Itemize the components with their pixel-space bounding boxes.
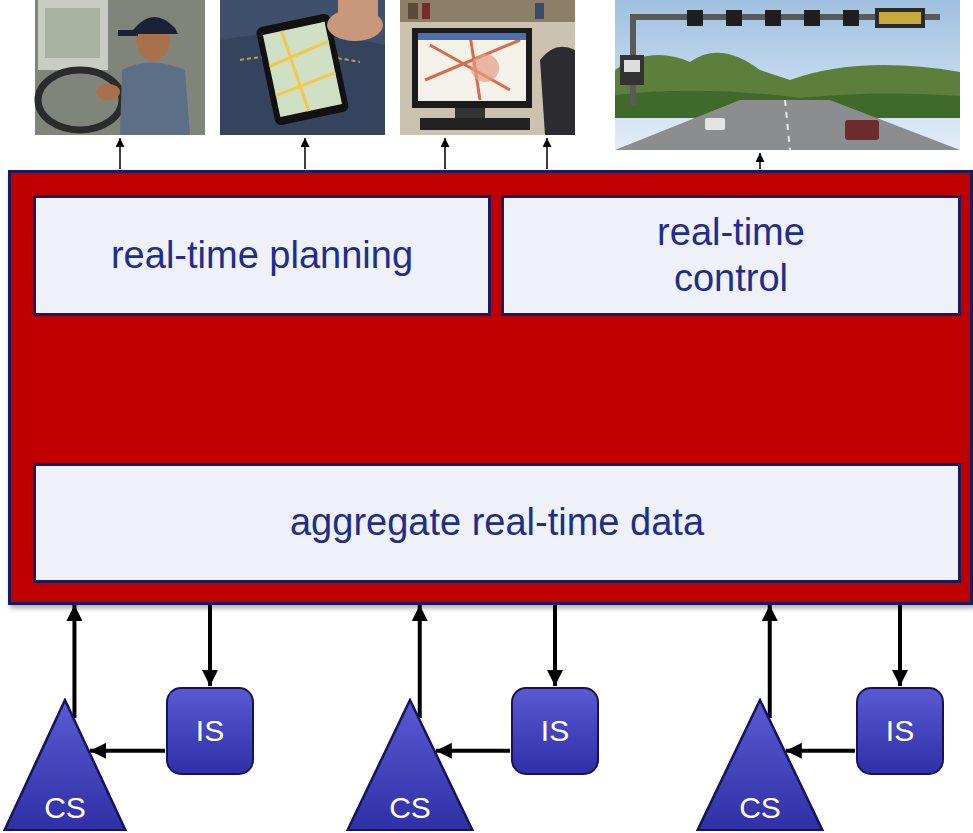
flow-arrow bbox=[553, 605, 557, 686]
box-label: CS bbox=[695, 791, 825, 825]
square-shape bbox=[512, 688, 598, 774]
function-box: aggregate real-time data bbox=[33, 463, 961, 583]
flow-arrow bbox=[208, 605, 212, 686]
function-box: real-time planning bbox=[33, 195, 491, 316]
flow-arrow bbox=[898, 605, 902, 686]
flow-arrow bbox=[418, 605, 422, 718]
driver-photo bbox=[35, 0, 205, 135]
cs-triangle: CS bbox=[2, 698, 128, 831]
output-arrow bbox=[119, 138, 121, 169]
function-box: real-time control bbox=[501, 195, 961, 316]
output-arrow bbox=[759, 153, 761, 169]
flow-arrow bbox=[768, 605, 772, 718]
flow-arrow bbox=[786, 749, 855, 753]
output-arrow bbox=[444, 138, 446, 169]
output-arrow bbox=[546, 138, 548, 169]
square-shape bbox=[167, 688, 253, 774]
is-square: IS bbox=[165, 686, 255, 776]
computer-photo bbox=[400, 0, 575, 135]
square-shape bbox=[857, 688, 943, 774]
motorway-photo bbox=[615, 0, 960, 150]
box-label: IS bbox=[886, 714, 914, 748]
flow-arrow bbox=[72, 605, 76, 718]
output-arrows bbox=[120, 138, 760, 169]
box-label: aggregate real-time data bbox=[290, 500, 704, 546]
phone-photo bbox=[220, 0, 385, 135]
cs-triangle: CS bbox=[345, 698, 475, 831]
system-frame: real-time planning real-time control aggre… bbox=[8, 170, 973, 605]
cs-triangle: CS bbox=[695, 698, 825, 831]
flow-arrow bbox=[436, 749, 510, 753]
box-label: real-time planning bbox=[111, 233, 413, 279]
box-label: CS bbox=[345, 791, 475, 825]
box-label: real-time control bbox=[601, 210, 861, 301]
box-label: IS bbox=[196, 714, 224, 748]
flow-arrow bbox=[90, 749, 165, 753]
output-arrow bbox=[304, 138, 306, 169]
is-square: IS bbox=[510, 686, 600, 776]
box-label: CS bbox=[2, 791, 128, 825]
is-square: IS bbox=[855, 686, 945, 776]
box-label: IS bbox=[541, 714, 569, 748]
